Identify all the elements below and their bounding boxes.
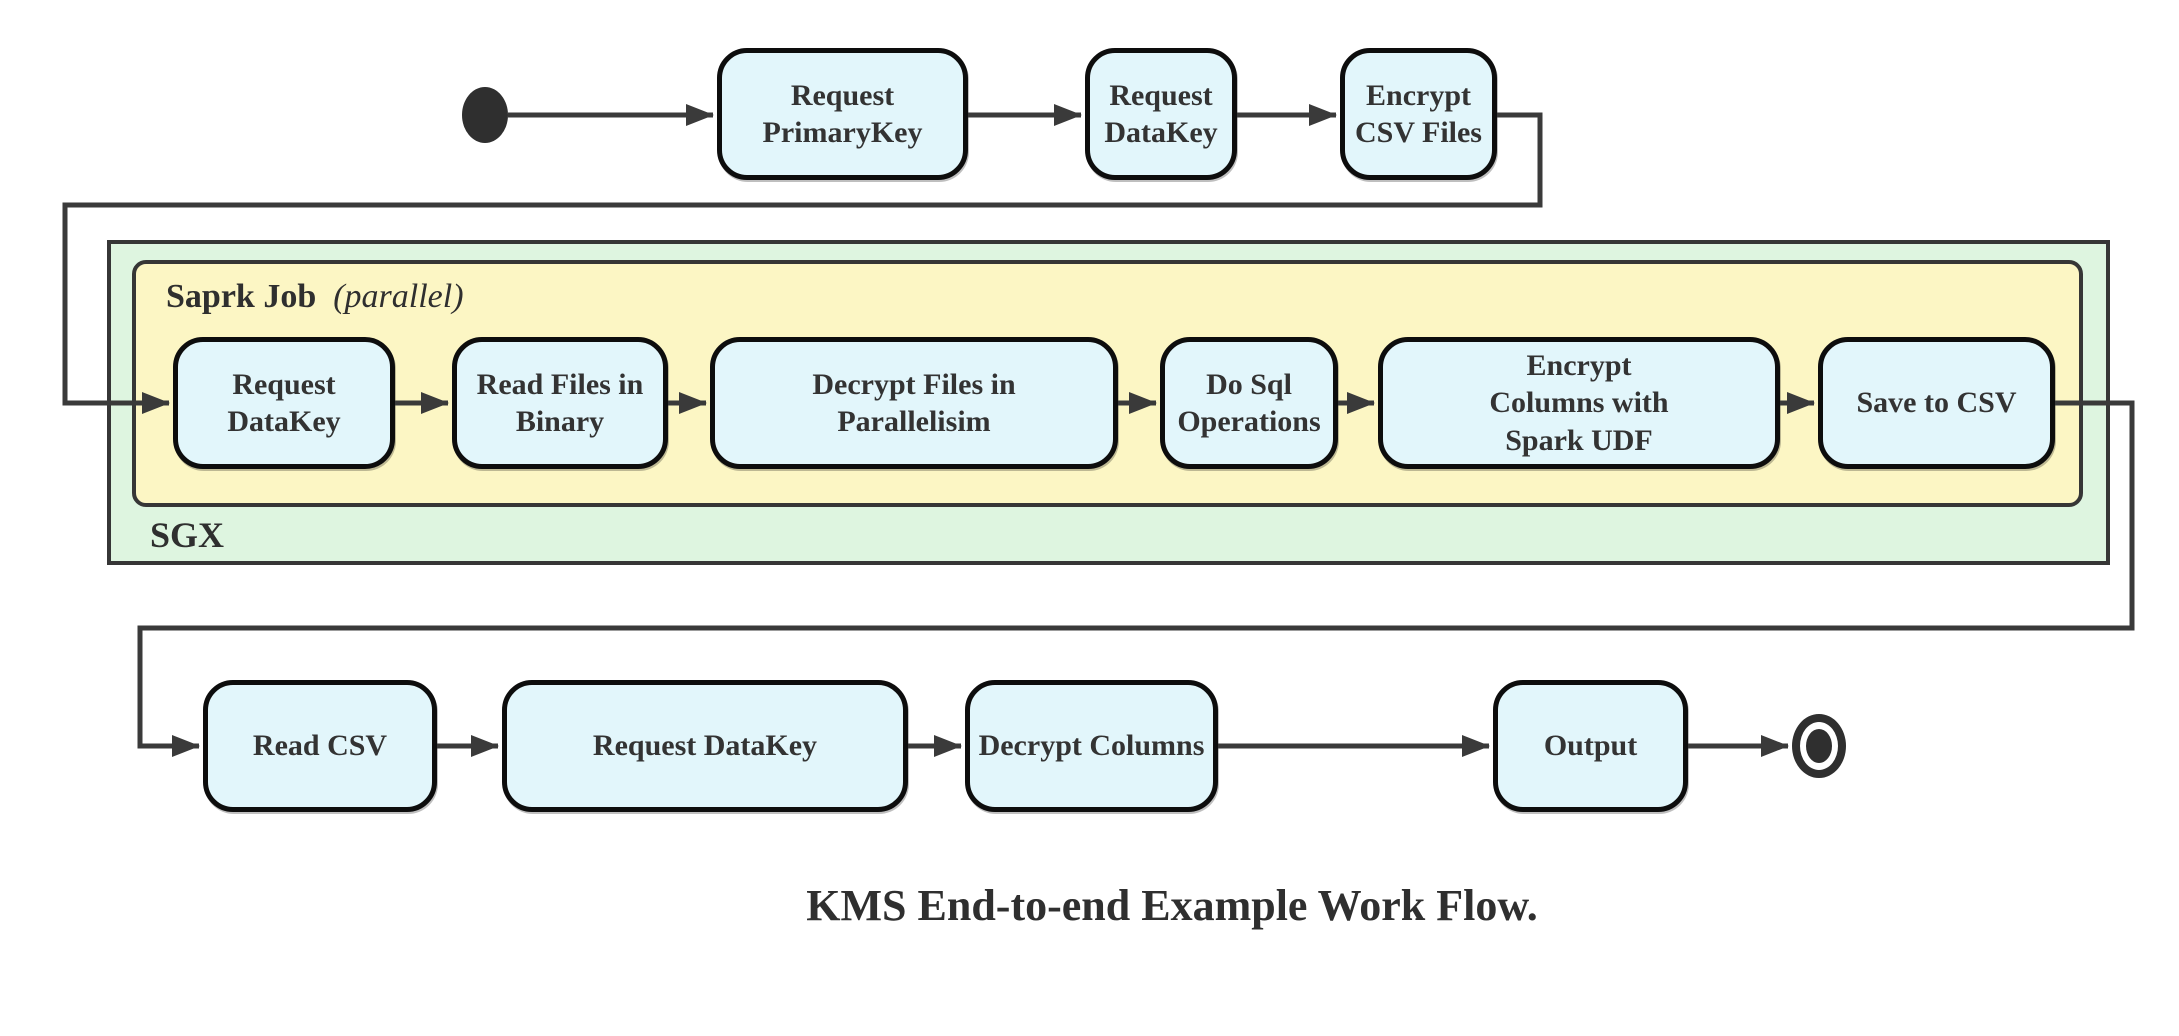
node-request-datakey-top: Request DataKey bbox=[1085, 48, 1237, 180]
node-request-datakey-spark: Request DataKey bbox=[173, 337, 395, 469]
node-label: Decrypt Columns bbox=[978, 729, 1205, 763]
node-label: Encrypt Columns with Spark UDF bbox=[1489, 348, 1669, 457]
node-encrypt-columns-with-spark-udf: Encrypt Columns with Spark UDF bbox=[1378, 337, 1780, 469]
diagram-caption: KMS End-to-end Example Work Flow. bbox=[806, 881, 1538, 930]
node-read-csv: Read CSV bbox=[203, 680, 437, 812]
node-decrypt-columns: Decrypt Columns bbox=[965, 680, 1218, 812]
end-state-dot bbox=[1806, 729, 1832, 763]
spark-job-label-parallel: (parallel) bbox=[333, 278, 464, 315]
node-label: Request DataKey bbox=[592, 729, 818, 763]
node-label: Decrypt Files in Parallelisim bbox=[812, 367, 1016, 439]
node-read-files-in-binary: Read Files in Binary bbox=[452, 337, 668, 469]
node-label: Output bbox=[1543, 729, 1638, 763]
node-label: Request DataKey bbox=[227, 367, 341, 439]
node-label: Encrypt CSV Files bbox=[1355, 78, 1482, 150]
node-save-to-csv: Save to CSV bbox=[1818, 337, 2055, 469]
node-label: Save to CSV bbox=[1856, 386, 2017, 420]
node-request-primarykey: Request PrimaryKey bbox=[717, 48, 968, 180]
node-label: Read Files in Binary bbox=[476, 367, 644, 439]
node-label: Request PrimaryKey bbox=[762, 78, 923, 150]
node-decrypt-files-in-parallelisim: Decrypt Files in Parallelisim bbox=[710, 337, 1118, 469]
node-do-sql-operations: Do Sql Operations bbox=[1160, 337, 1338, 469]
node-request-datakey-bottom: Request DataKey bbox=[502, 680, 908, 812]
node-encrypt-csv-files: Encrypt CSV Files bbox=[1340, 48, 1497, 180]
spark-job-label-bold: Saprk Job bbox=[166, 278, 317, 315]
end-state-icon bbox=[1792, 714, 1846, 778]
sgx-label: SGX bbox=[150, 515, 225, 555]
node-label: Request DataKey bbox=[1104, 78, 1218, 150]
node-output: Output bbox=[1493, 680, 1688, 812]
node-label: Read CSV bbox=[252, 729, 388, 763]
start-state-icon bbox=[462, 87, 508, 143]
node-label: Do Sql Operations bbox=[1177, 367, 1321, 439]
spark-job-label: Saprk Job (parallel) bbox=[166, 278, 464, 316]
